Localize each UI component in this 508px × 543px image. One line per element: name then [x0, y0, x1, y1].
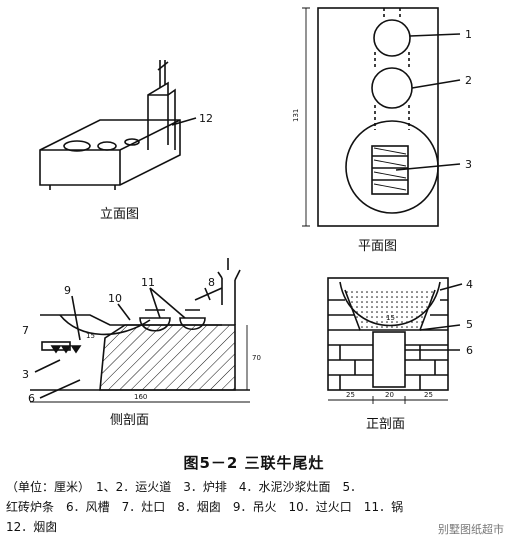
- callout-7: 7: [22, 324, 29, 337]
- callout-side-3: 3: [22, 368, 29, 381]
- plan-view: [302, 7, 461, 227]
- front-dim-left: 25: [346, 391, 355, 399]
- front-dim-right: 25: [424, 391, 433, 399]
- watermark: 别墅图纸超市: [438, 523, 504, 536]
- front-section-view: [327, 277, 463, 404]
- callout-9: 9: [64, 284, 71, 297]
- side-height-dim: 70: [252, 354, 261, 362]
- callout-8: 8: [208, 276, 215, 289]
- callout-1: 1: [465, 28, 472, 41]
- callout-5: 5: [466, 318, 473, 331]
- diagram-canvas: 12 1 2 3 9 10 11 8 7 3 6 4 5 6 131 160 7…: [22, 7, 473, 432]
- front-inner-dim: 15: [386, 314, 395, 322]
- callout-12: 12: [199, 112, 213, 125]
- callout-side-6: 6: [28, 392, 35, 405]
- callout-11: 11: [141, 276, 155, 289]
- figure-number: 图5－2: [183, 454, 239, 472]
- side-section-caption: 侧剖面: [110, 413, 149, 428]
- legend-line-1: （单位：厘米） 1、2．运火道 3．炉排 4．水泥沙浆灶面 5．: [6, 480, 363, 494]
- front-section-caption: 正剖面: [366, 417, 405, 432]
- side-inner-dim: 15: [86, 332, 95, 340]
- callout-3: 3: [465, 158, 472, 171]
- callout-2: 2: [465, 74, 472, 87]
- plan-caption: 平面图: [358, 239, 397, 254]
- figure-title: 图5－2 三联牛尾灶: [0, 452, 508, 473]
- legend-line-3: 12．烟囱: [6, 520, 58, 534]
- front-dim-mid: 20: [385, 391, 394, 399]
- figure-name: 三联牛尾灶: [244, 454, 325, 472]
- callout-6: 6: [466, 344, 473, 357]
- elevation-caption: 立面图: [100, 207, 139, 222]
- legend: （单位：厘米） 1、2．运火道 3．炉排 4．水泥沙浆灶面 5． 红砖炉条 6．…: [6, 477, 502, 537]
- elevation-view: [39, 60, 197, 190]
- legend-line-2: 红砖炉条 6．风槽 7．灶口 8．烟囱 9．吊火 10．过火口 11．锅: [6, 500, 404, 514]
- side-width-dim: 160: [134, 393, 147, 401]
- plan-length-dim: 131: [292, 109, 300, 122]
- callout-4: 4: [466, 278, 473, 291]
- callout-10: 10: [108, 292, 122, 305]
- side-section-view: [30, 258, 250, 403]
